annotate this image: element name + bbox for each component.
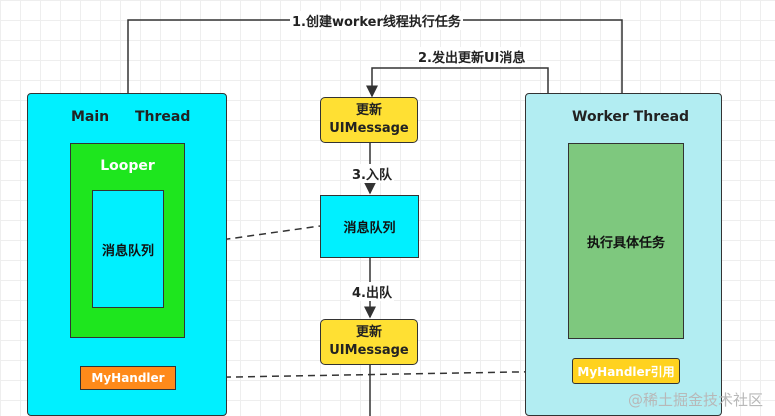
main-thread-title-thread: Thread [135,109,191,125]
update-ui-message-bottom: 更新 UIMessage [320,319,418,365]
watermark: @稀土掘金技术社区 [627,391,763,409]
step-4-label: 4.出队 [350,282,394,301]
message-queue-label: 消息队列 [343,221,396,236]
my-handler-box: MyHandler [80,366,176,390]
update-ui-message-top: 更新 UIMessage [320,97,418,143]
message-top-line2: UIMessage [329,121,409,136]
step-2-label: 2.发出更新UI消息 [416,47,528,66]
my-handler-reference-label: MyHandler引用 [577,364,675,379]
looper-label: Looper [100,158,155,174]
step-1-label: 1.创建worker线程执行任务 [290,11,463,30]
message-bottom-line1: 更新 [355,325,382,340]
worker-thread-title: Worker Thread [572,109,690,125]
execute-task-box: 执行具体任务 [568,143,684,339]
main-thread-title-main: Main [71,109,110,125]
main-message-queue-label: 消息队列 [101,243,154,259]
execute-task-label: 执行具体任务 [586,235,665,251]
my-handler-reference-box: MyHandler引用 [572,358,680,384]
message-queue-box: 消息队列 [320,195,419,258]
step-3-label: 3.入队 [350,164,394,183]
my-handler-label: MyHandler [91,371,165,385]
message-bottom-line2: UIMessage [329,343,409,358]
main-message-queue: 消息队列 [92,190,164,308]
dashed-handler-link [175,370,573,379]
message-top-line1: 更新 [355,103,382,118]
